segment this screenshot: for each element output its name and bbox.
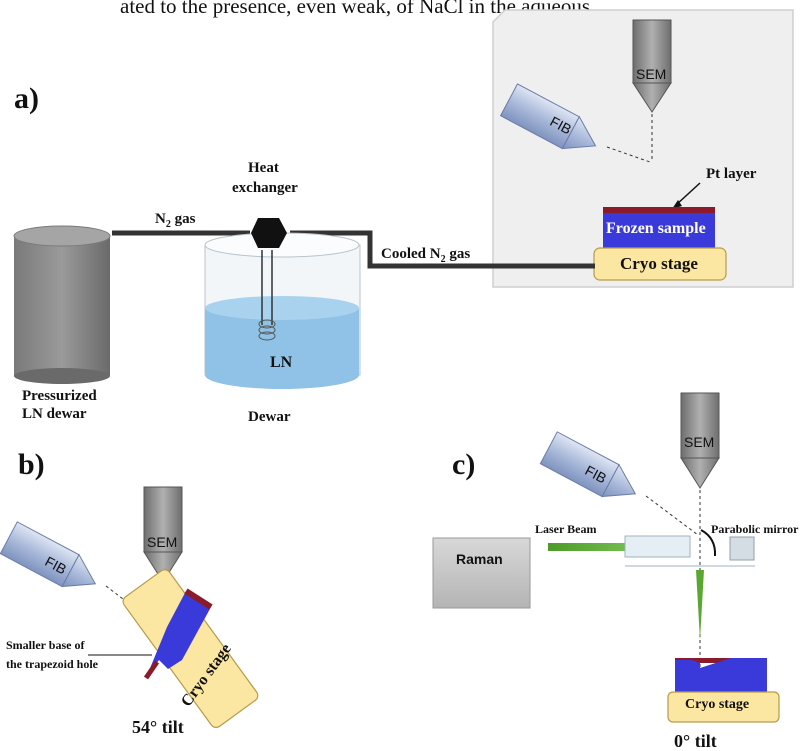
n2-gas-label: N2 gas (155, 211, 195, 230)
laser-beam (548, 543, 683, 551)
laser-beam-label: Laser Beam (535, 522, 597, 536)
dewar-label: Dewar (248, 409, 291, 425)
fib-column-c (539, 431, 637, 498)
n2-gas-n: N (155, 211, 166, 227)
sem-label-a: SEM (636, 66, 667, 82)
heat-exchanger-label-1: Heat (248, 160, 279, 176)
header-text: ated to the presence, even weak, of NaCl… (120, 0, 590, 18)
sem-column-c (680, 392, 720, 489)
sample-b (146, 591, 211, 678)
sem-label-c: SEM (684, 434, 715, 450)
cooled-n2-prefix: Cooled N (381, 246, 441, 262)
heat-coil (258, 319, 276, 341)
n2-gas-sub: 2 (165, 219, 171, 230)
parabolic-mirror (700, 529, 717, 557)
sem-column-b (143, 486, 183, 583)
n2-pipe-2 (290, 230, 595, 269)
chamber (492, 9, 794, 288)
pressurized-label-2: LN dewar (22, 406, 87, 422)
laser-cone (696, 570, 704, 640)
cooled-n2-suffix: gas (445, 246, 471, 262)
cryo-stage-label-c: Cryo stage (685, 697, 750, 712)
ln-dewar-cylinder (13, 225, 111, 384)
panel-c-label: c) (452, 448, 476, 481)
pt-layer-c (675, 658, 767, 663)
cryo-stage-label-a: Cryo stage (620, 254, 698, 273)
panel-b-label: b) (18, 448, 45, 481)
cooled-n2-label: Cooled N2 gas (381, 246, 470, 265)
heat-exchanger (251, 218, 287, 248)
pt-layer-label: Pt layer (706, 166, 757, 182)
fib-column-a (499, 83, 597, 150)
frozen-sample-label: Frozen sample (606, 220, 706, 237)
frozen-sample-a (603, 213, 715, 248)
smaller-base-label-2: the trapezoid hole (6, 657, 98, 671)
pressurized-label-1: Pressurized (22, 388, 97, 404)
ln-label: LN (270, 354, 293, 371)
heat-exchanger-label-2: exchanger (232, 180, 298, 196)
mirror-block (729, 536, 755, 561)
raman-box (432, 537, 531, 609)
panel-a-label: a) (14, 82, 39, 115)
cryo-stage-c (667, 691, 780, 723)
raman-label: Raman (456, 551, 503, 567)
sample-c (675, 658, 767, 692)
parabolic-mirror-label: Parabolic mirror (711, 522, 799, 536)
cooled-n2-sub: 2 (440, 254, 446, 265)
sem-column-a (632, 19, 672, 113)
dewar (204, 232, 361, 389)
smaller-base-label-1: Smaller base of (6, 638, 85, 652)
tilt-label-c: 0° tilt (674, 731, 717, 751)
n2-gas-suffix: gas (170, 211, 196, 227)
lens-tube (624, 535, 691, 558)
fib-column-b (0, 521, 97, 588)
sem-label-b: SEM (147, 534, 178, 550)
tilt-label-b: 54° tilt (132, 717, 184, 737)
pt-layer-a (603, 207, 715, 213)
